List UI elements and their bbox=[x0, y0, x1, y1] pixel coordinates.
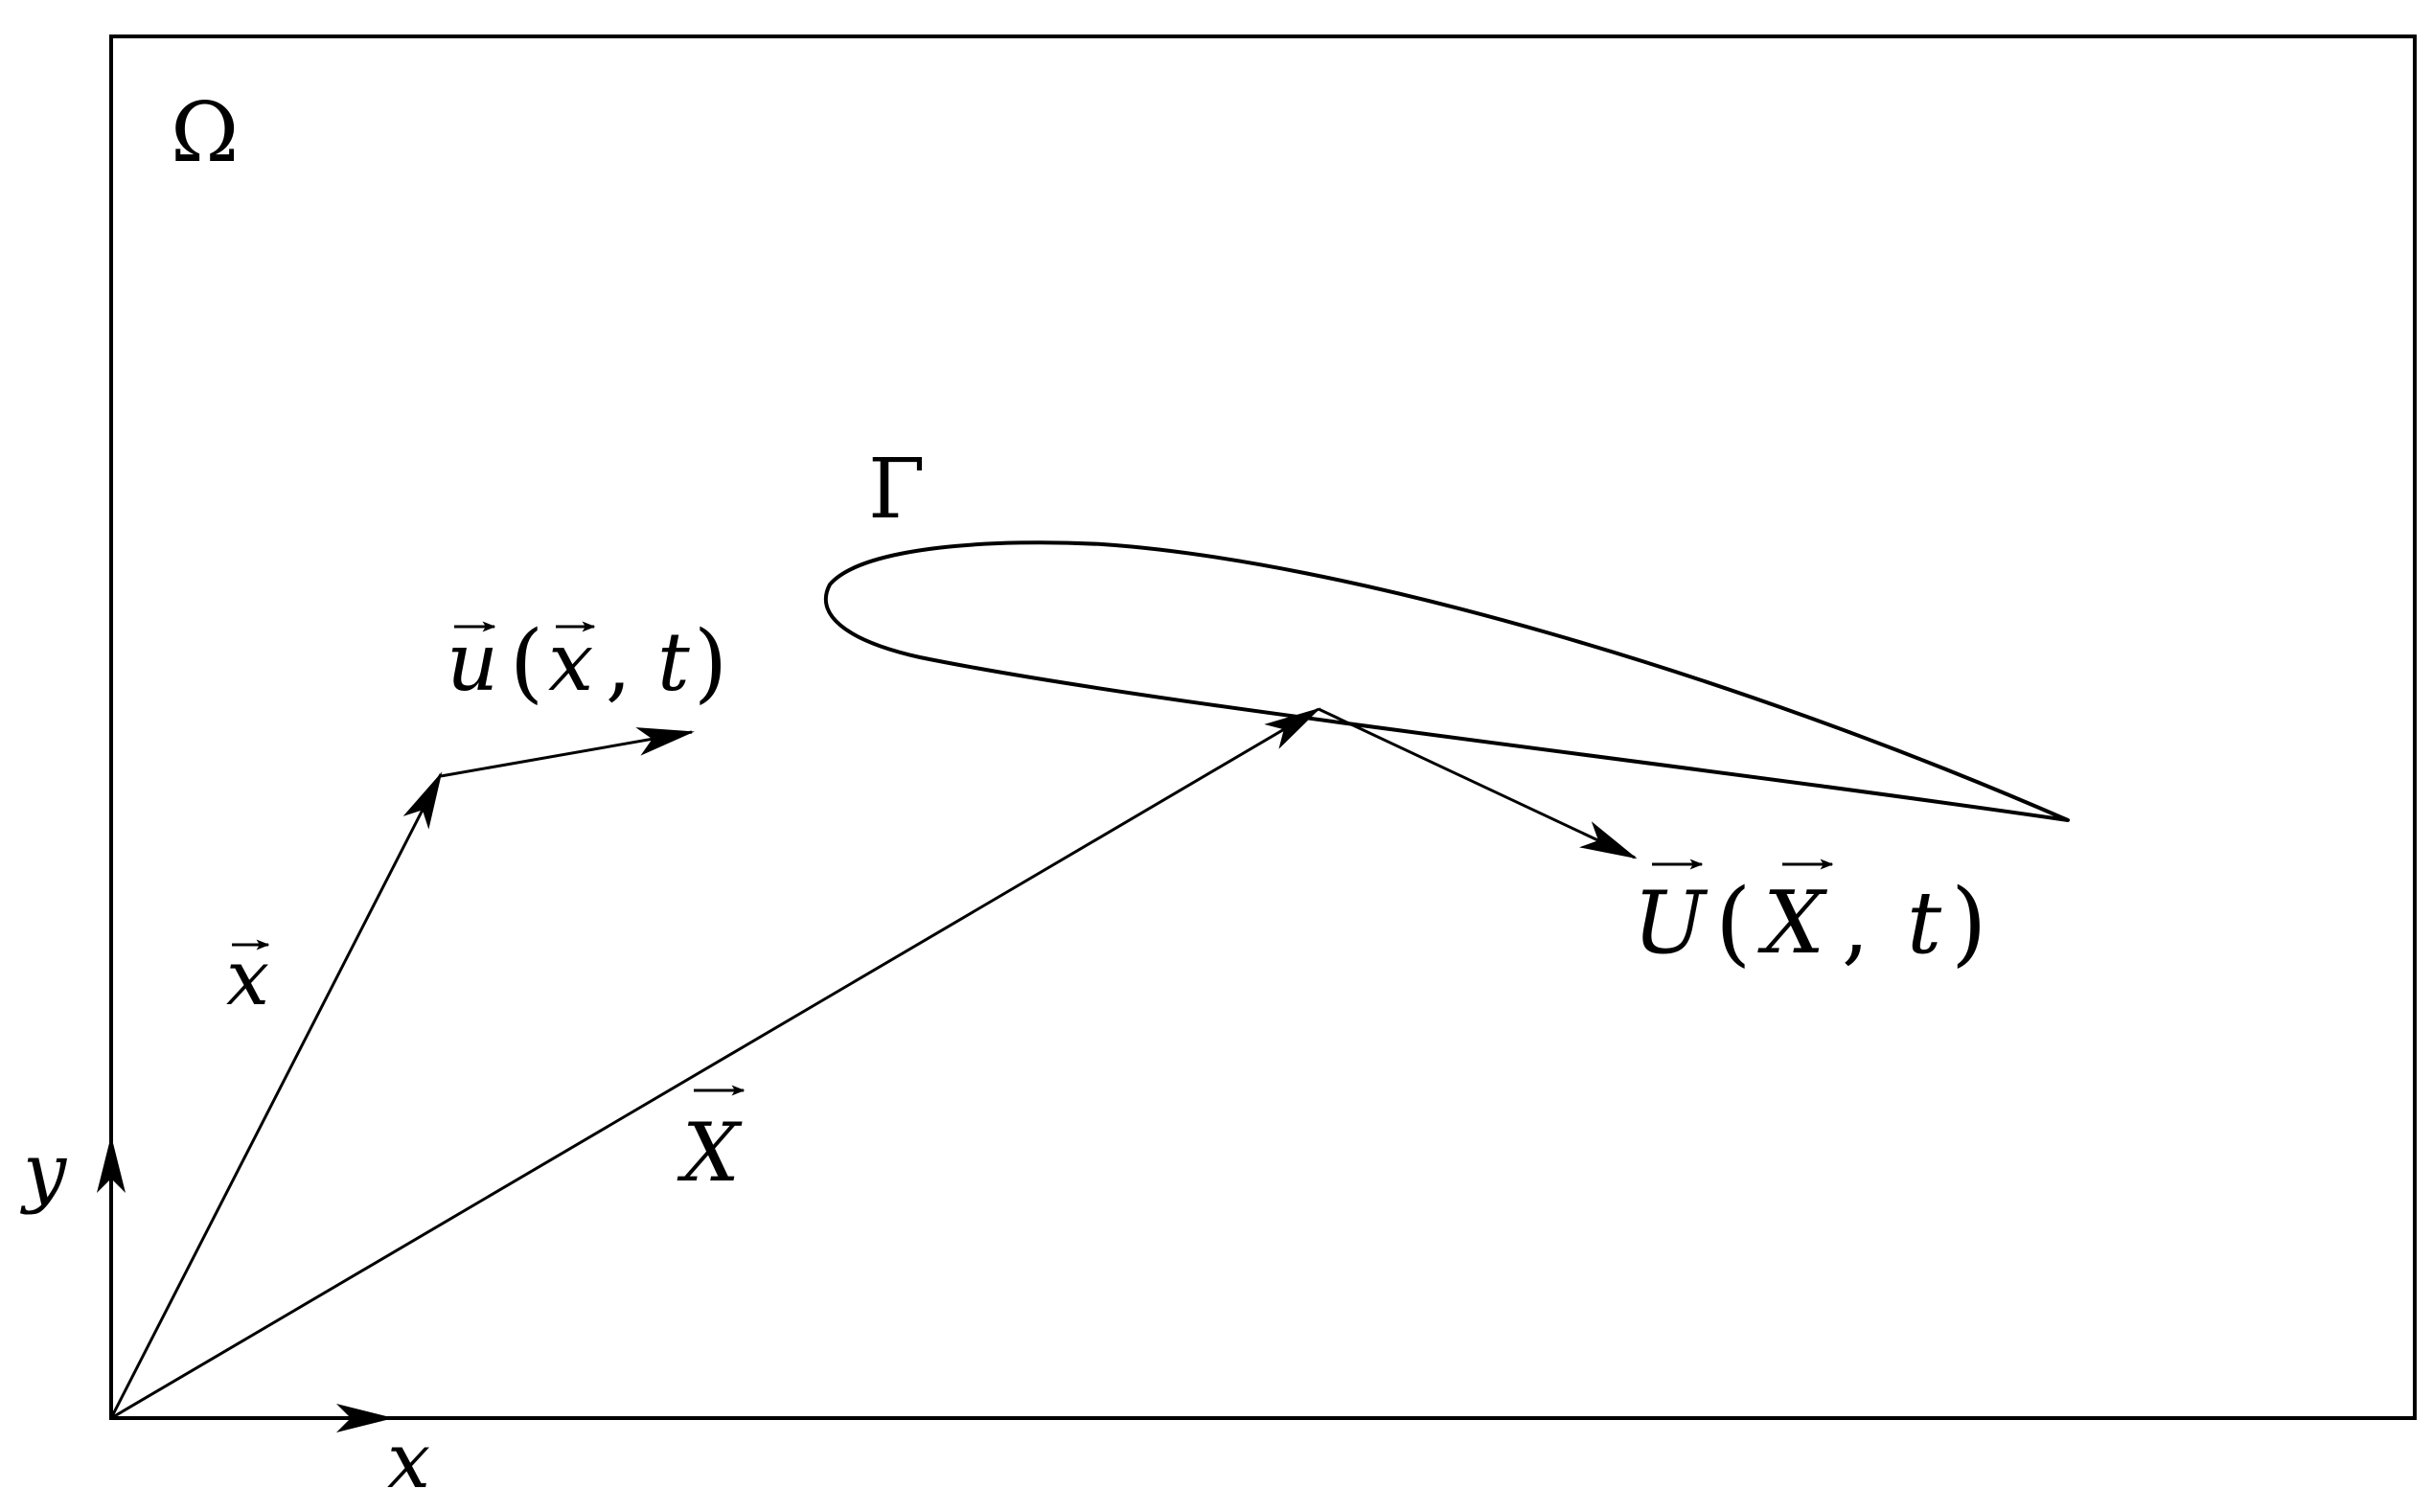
position-vector-X-label: X bbox=[677, 1085, 746, 1200]
svg-text:X: X bbox=[677, 1106, 743, 1200]
axis-y-label: y bbox=[20, 1127, 68, 1216]
svg-text:X: X bbox=[1757, 873, 1828, 974]
svg-text:): ) bbox=[1951, 869, 1986, 976]
structure-velocity-label: U ( X , t ) bbox=[1633, 859, 1986, 976]
boundary-label: Γ bbox=[868, 442, 926, 538]
domain-boundary bbox=[109, 34, 2417, 1420]
position-vector-x bbox=[109, 771, 443, 1419]
svg-text:U: U bbox=[1633, 873, 1709, 974]
svg-text:,: , bbox=[606, 617, 631, 711]
svg-text:t: t bbox=[1907, 873, 1942, 974]
domain-label: Ω bbox=[171, 85, 239, 181]
svg-text:): ) bbox=[694, 612, 727, 713]
svg-text:(: ( bbox=[510, 612, 543, 713]
svg-text:u: u bbox=[447, 615, 498, 709]
structure-velocity-vector bbox=[1318, 707, 1638, 859]
svg-text:x: x bbox=[226, 933, 269, 1022]
position-vector-X bbox=[110, 707, 1321, 1420]
fluid-velocity-vector bbox=[440, 727, 695, 778]
svg-text:(: ( bbox=[1715, 869, 1751, 976]
fluid-velocity-label: u ( x , t ) bbox=[447, 612, 727, 713]
svg-text:x: x bbox=[548, 615, 593, 709]
axis-x-label: x bbox=[387, 1416, 430, 1505]
svg-text:t: t bbox=[657, 615, 690, 709]
position-vector-x-label: x bbox=[226, 933, 270, 1022]
svg-text:,: , bbox=[1842, 875, 1870, 975]
immersed-body-airfoil bbox=[823, 540, 2070, 822]
